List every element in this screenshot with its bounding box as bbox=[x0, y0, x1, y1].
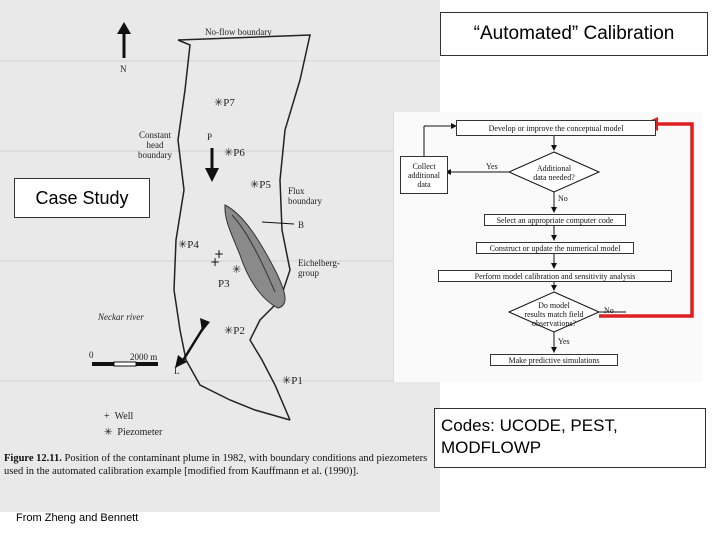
figure-number: Figure 12.11. bbox=[4, 453, 62, 464]
calibration-flowchart: Develop or improve the conceptual model … bbox=[393, 112, 702, 382]
piezometer-label: P4 bbox=[187, 239, 199, 251]
north-arrow-head bbox=[117, 22, 131, 34]
legend-well: + Well bbox=[104, 412, 133, 422]
scan-texture bbox=[0, 380, 440, 382]
piezometer-p7: ✳P7 bbox=[214, 97, 235, 109]
pumping-arrow-head bbox=[205, 168, 219, 182]
legend-piezometer: ✳ Piezometer bbox=[104, 428, 162, 438]
no-label-2: No bbox=[604, 306, 614, 315]
data-needed-label: Additional data needed? bbox=[522, 164, 586, 182]
section-arrow-head-bottom bbox=[175, 355, 187, 368]
piezometer-icon: ✳ bbox=[214, 97, 224, 109]
domain-boundary-right bbox=[177, 34, 311, 421]
construct-model-box: Construct or update the numerical model bbox=[476, 242, 634, 254]
well-marker: + bbox=[214, 247, 224, 261]
plume-contour bbox=[231, 214, 276, 293]
develop-model-box: Develop or improve the conceptual model bbox=[456, 120, 656, 136]
feedback-arrow bbox=[599, 122, 694, 318]
credit-text: From Zheng and Bennett bbox=[16, 512, 139, 524]
river-label: Neckar river bbox=[98, 312, 144, 322]
collect-line: additional bbox=[408, 170, 440, 180]
eichelberg-line: group bbox=[298, 268, 319, 278]
piezometer-label: P1 bbox=[291, 375, 303, 387]
piezometer-label: P5 bbox=[259, 179, 271, 191]
piezometer-icon: ✳ bbox=[282, 375, 292, 387]
section-arrow-head-top bbox=[200, 318, 210, 332]
well-icon: + bbox=[104, 411, 115, 422]
well-marker: + bbox=[210, 255, 220, 269]
b-leader-line bbox=[261, 221, 295, 225]
constant-head-line: boundary bbox=[138, 150, 172, 160]
constant-head-label: Constant head boundary bbox=[138, 130, 172, 160]
contaminant-plume bbox=[224, 204, 286, 309]
legend-well-label: Well bbox=[114, 411, 134, 422]
piezometer-p2: ✳P2 bbox=[224, 325, 245, 337]
yes-label-2: Yes bbox=[558, 337, 570, 346]
data-needed-line: Additional bbox=[536, 164, 572, 173]
slide-title: “Automated” Calibration bbox=[440, 12, 708, 56]
no-label-1: No bbox=[558, 194, 568, 203]
scan-texture bbox=[0, 60, 440, 62]
piezometer-p5: ✳P5 bbox=[250, 179, 271, 191]
yes-label-1: Yes bbox=[486, 162, 498, 171]
piezometer-p1: ✳P1 bbox=[282, 375, 303, 387]
scale-zero-label: 0 bbox=[89, 350, 94, 360]
eichelberg-line: Eichelberg- bbox=[298, 258, 340, 268]
figure-caption: Figure 12.11. Position of the contaminan… bbox=[4, 452, 436, 478]
scale-length-label: 2000 m bbox=[130, 352, 158, 362]
collect-line: Collect bbox=[412, 161, 436, 171]
scale-bar-segment bbox=[92, 362, 114, 366]
piezometer-icon: ✳ bbox=[104, 427, 118, 438]
eichelberg-label: Eichelberg- group bbox=[298, 258, 340, 278]
scale-bar-segment bbox=[113, 361, 137, 367]
constant-head-line: Constant bbox=[138, 130, 171, 140]
scan-texture bbox=[0, 150, 440, 152]
scanned-figure: + + No-flow boundary N Constant head bou… bbox=[0, 0, 440, 512]
case-study-label: Case Study bbox=[14, 178, 150, 218]
p-label: P bbox=[207, 132, 213, 142]
results-match-line: observations? bbox=[532, 319, 576, 328]
piezometer-p3-marker: ✳ bbox=[232, 264, 242, 276]
flux-line: Flux bbox=[288, 186, 305, 196]
piezometer-p6: ✳P6 bbox=[224, 147, 245, 159]
piezometer-icon: ✳ bbox=[224, 147, 234, 159]
collect-data-box: Collect additional data bbox=[400, 156, 448, 194]
piezometer-icon: ✳ bbox=[224, 325, 234, 337]
collect-line: data bbox=[417, 179, 431, 189]
legend-piezometer-label: Piezometer bbox=[117, 427, 163, 438]
predictive-box: Make predictive simulations bbox=[490, 354, 618, 366]
section-arrow bbox=[180, 324, 207, 363]
constant-head-line: head bbox=[146, 140, 164, 150]
domain-boundary-left bbox=[173, 39, 291, 421]
flux-label: Flux boundary bbox=[288, 186, 322, 206]
piezometer-label: P2 bbox=[233, 325, 245, 337]
piezometer-icon: ✳ bbox=[250, 179, 260, 191]
results-match-line: results match field bbox=[524, 310, 584, 319]
piezometer-label: P6 bbox=[233, 147, 245, 159]
piezometer-icon: ✳ bbox=[232, 264, 242, 276]
calibration-box: Perform model calibration and sensitivit… bbox=[438, 270, 672, 282]
flux-line: boundary bbox=[288, 196, 322, 206]
results-match-label: Do model results match field observation… bbox=[518, 301, 590, 328]
b-label: B bbox=[298, 220, 305, 230]
l-label: L bbox=[174, 366, 180, 376]
north-label: N bbox=[120, 64, 127, 74]
piezometer-label: P7 bbox=[223, 97, 235, 109]
flowchart-lines bbox=[423, 117, 694, 353]
no-flow-label: No-flow boundary bbox=[205, 27, 272, 37]
data-needed-line: data needed? bbox=[533, 173, 575, 182]
codes-note: Codes: UCODE, PEST, MODFLOWP bbox=[434, 408, 706, 468]
piezometer-p4: ✳P4 bbox=[178, 239, 199, 251]
select-code-box: Select an appropriate computer code bbox=[484, 214, 626, 226]
piezometer-icon: ✳ bbox=[178, 239, 188, 251]
site-map: + + bbox=[92, 22, 311, 421]
caption-text: Position of the contaminant plume in 198… bbox=[4, 453, 428, 477]
scan-texture bbox=[0, 260, 440, 262]
piezometer-p3: P3 bbox=[218, 278, 230, 290]
results-match-line: Do model bbox=[538, 301, 570, 310]
scale-bar-segment bbox=[136, 362, 158, 366]
